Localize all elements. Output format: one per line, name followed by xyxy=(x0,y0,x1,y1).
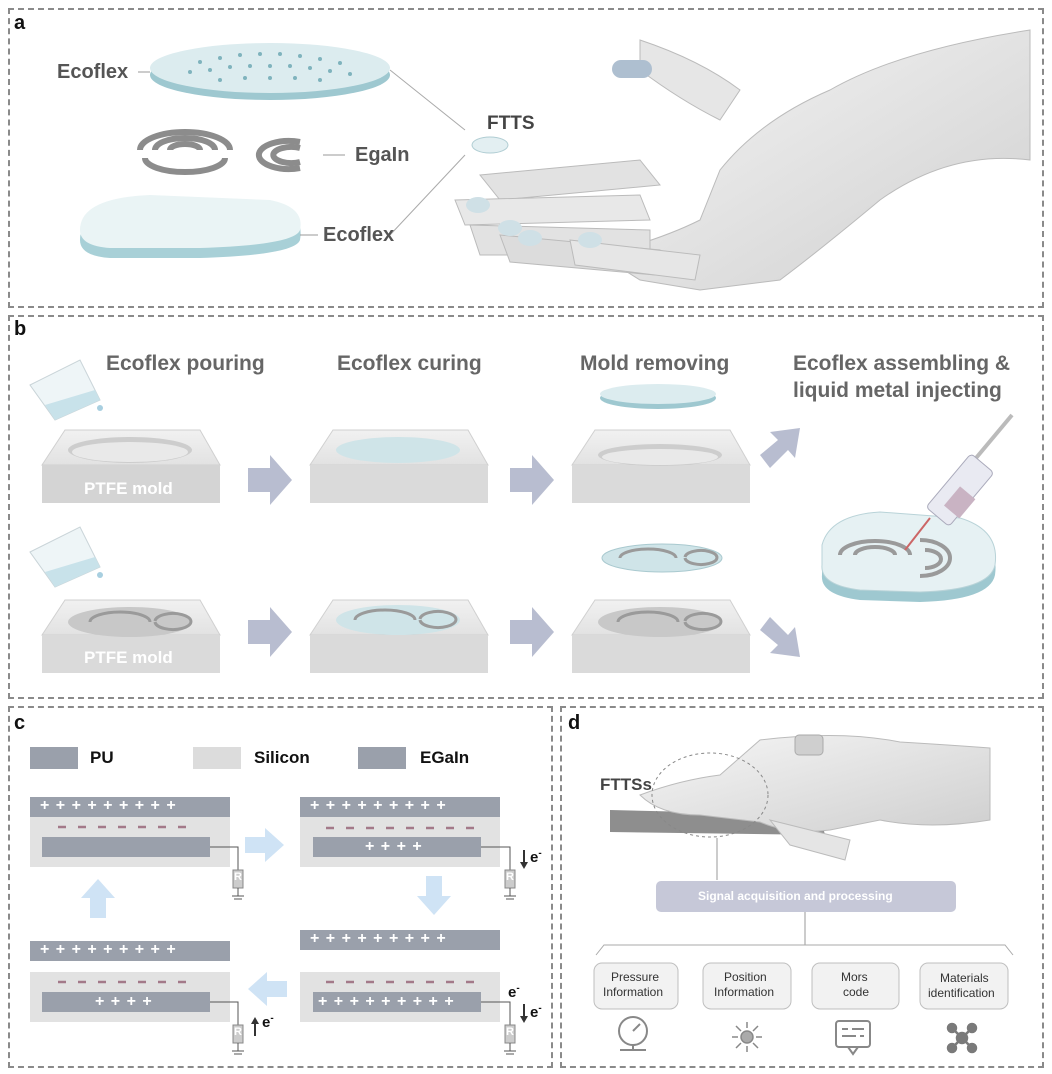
state-1 xyxy=(30,797,244,900)
state-4 xyxy=(30,941,259,1055)
legend-label-silicon: Silicon xyxy=(254,748,310,767)
fttss-highlight xyxy=(651,752,769,838)
legend-swatch-egain xyxy=(358,747,406,769)
ecoflex-bottom-label: Ecoflex xyxy=(323,224,395,246)
output-position-l1: Position xyxy=(724,970,767,984)
assembled-sensor xyxy=(821,511,997,602)
legend-label-pu: PU xyxy=(90,748,114,767)
panel-c xyxy=(8,706,553,1068)
electron-label-4: e- xyxy=(262,1013,274,1031)
step-assembling-title-2: liquid metal injecting xyxy=(793,379,1002,402)
panel-d-label: d xyxy=(568,712,581,734)
ptfe-mold-label-2: PTFE mold xyxy=(84,648,173,667)
legend-swatch-silicon xyxy=(193,747,241,769)
ptfe-mold-row1-remove xyxy=(571,384,751,503)
electron-label-1: e- xyxy=(530,848,542,866)
state-3 xyxy=(300,930,528,1055)
electron-label-3: e- xyxy=(530,1003,542,1021)
ptfe-mold-row2-cure xyxy=(309,599,489,673)
cycle-arrows xyxy=(81,828,451,1006)
resistor-label-4: R xyxy=(234,1026,242,1038)
step-removing-title: Mold removing xyxy=(580,352,730,375)
pouring-cup-icon-2 xyxy=(29,526,103,588)
output-pressure-l1: Pressure xyxy=(611,970,660,984)
robot-hand-illustration xyxy=(454,29,1031,291)
output-boxes xyxy=(593,962,1009,1010)
output-materials-l1: Materials xyxy=(940,971,989,985)
gauge-icon xyxy=(618,1016,648,1051)
ftts-mini xyxy=(471,136,509,154)
panel-a xyxy=(8,8,1044,308)
ptfe-mold-row2-remove xyxy=(571,543,751,673)
resistor-label-1: R xyxy=(234,871,242,883)
panel-b-label: b xyxy=(14,318,27,340)
charge-plus-s1-top: + + + + + + + + + xyxy=(40,797,177,814)
syringe-icon xyxy=(904,413,1014,551)
electron-label-2: e- xyxy=(508,983,520,1001)
legend-swatch-pu xyxy=(30,747,78,769)
ecoflex-top-label: Ecoflex xyxy=(57,61,129,83)
signal-box xyxy=(656,881,956,912)
charge-plus-s2-top: + + + + + + + + + xyxy=(310,797,447,814)
ecoflex-top-film xyxy=(150,43,390,100)
output-pressure-l2: Information xyxy=(603,985,664,999)
ptfe-mold-label-1: PTFE mold xyxy=(84,479,173,498)
fttss-label: FTTSs xyxy=(600,775,652,794)
charge-plus-s2-inner: + + + + xyxy=(365,838,423,855)
charge-plus-s3-inner: + + + + + + + + + xyxy=(318,993,455,1010)
charge-plus-s4-top: + + + + + + + + + xyxy=(40,941,177,958)
egain-electrodes xyxy=(137,129,301,175)
panel-d xyxy=(560,706,1044,1068)
resistor-label-2: R xyxy=(506,871,514,883)
panel-a-label: a xyxy=(14,12,26,34)
step-assembling-title-1: Ecoflex assembling & xyxy=(793,352,1011,375)
panel-c-label: c xyxy=(14,712,26,734)
message-icon xyxy=(835,1020,871,1056)
position-icon xyxy=(732,1022,762,1052)
charge-plus-s3-top: + + + + + + + + + xyxy=(310,930,447,947)
process-arrows xyxy=(248,428,800,657)
resistor-label-3: R xyxy=(506,1026,514,1038)
panel-b xyxy=(8,315,1044,699)
ptfe-mold-row2-pour xyxy=(41,599,221,673)
egain-label: EgaIn xyxy=(355,144,410,166)
output-mors-l2: code xyxy=(843,985,870,999)
pouring-cup-icon xyxy=(29,359,103,421)
signal-box-label: Signal acquisition and processing xyxy=(698,889,893,903)
step-curing-title: Ecoflex curing xyxy=(337,352,482,375)
ptfe-mold-row1-cure xyxy=(309,429,489,503)
ecoflex-bottom-film xyxy=(80,195,301,258)
state-2 xyxy=(300,797,528,900)
robot-hand-with-sensors xyxy=(610,734,991,861)
legend-label-egain: EGaIn xyxy=(420,748,470,767)
molecule-icon xyxy=(946,1022,978,1054)
ftts-label: FTTS xyxy=(487,113,535,134)
step-pouring-title: Ecoflex pouring xyxy=(106,352,265,375)
output-mors-l1: Mors xyxy=(841,970,868,984)
output-materials-l2: identification xyxy=(928,986,995,1000)
output-position-l2: Information xyxy=(714,985,775,999)
ptfe-mold-row1-pour xyxy=(41,429,221,503)
charge-plus-s4-inner: + + + + xyxy=(95,993,153,1010)
